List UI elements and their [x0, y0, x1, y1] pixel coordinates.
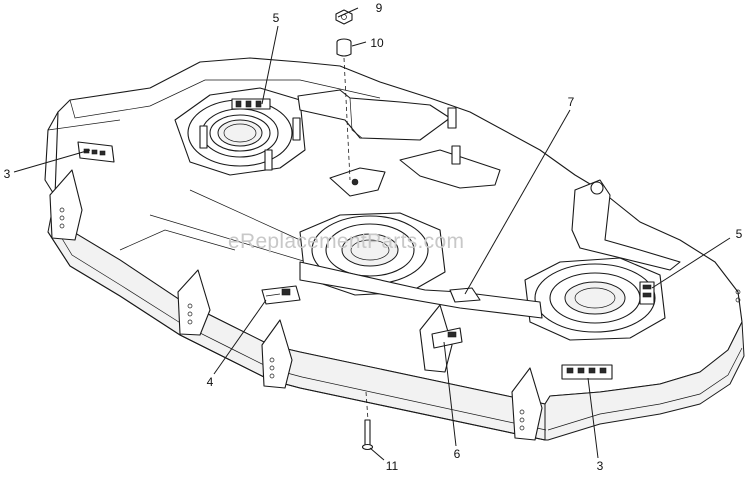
callout-5-left: 5	[273, 11, 280, 25]
callout-11: 11	[386, 459, 399, 473]
axis-line-lower	[365, 391, 369, 421]
callout-labels: 9 10 5 7 3 5 4 6 11 3	[4, 1, 743, 473]
axis-line-upper	[343, 57, 351, 181]
leader-3-right	[587, 377, 599, 459]
callout-10: 10	[370, 36, 384, 50]
decal-4	[261, 285, 301, 305]
leader-5-left	[261, 25, 279, 105]
spindle-right	[524, 257, 666, 341]
idler-bracket	[297, 89, 501, 197]
leader-5-right	[651, 237, 731, 289]
callout-9: 9	[376, 1, 383, 15]
baffle-center	[299, 261, 543, 319]
callout-4: 4	[207, 375, 214, 389]
callout-5-right: 5	[736, 227, 743, 241]
leader-11	[369, 447, 385, 461]
leader-4	[213, 299, 267, 375]
leader-9	[337, 7, 359, 18]
callout-3-left: 3	[4, 167, 11, 181]
spacer-10	[336, 38, 352, 57]
callout-6: 6	[454, 447, 461, 461]
leader-6	[443, 341, 457, 447]
leader-7	[464, 109, 571, 295]
leader-lines	[13, 7, 731, 461]
decal-5-right	[639, 281, 655, 305]
decal-5-left	[231, 98, 271, 110]
watermark: eReplacementParts.com	[228, 230, 464, 253]
decal-6	[431, 327, 463, 349]
decal-3-right	[561, 364, 613, 380]
leader-10	[351, 41, 367, 47]
bracket-right-rear	[571, 179, 681, 271]
spindle-left	[174, 87, 306, 176]
leader-3-left	[13, 149, 91, 173]
callout-3-right: 3	[597, 459, 604, 473]
callout-7: 7	[568, 95, 575, 109]
